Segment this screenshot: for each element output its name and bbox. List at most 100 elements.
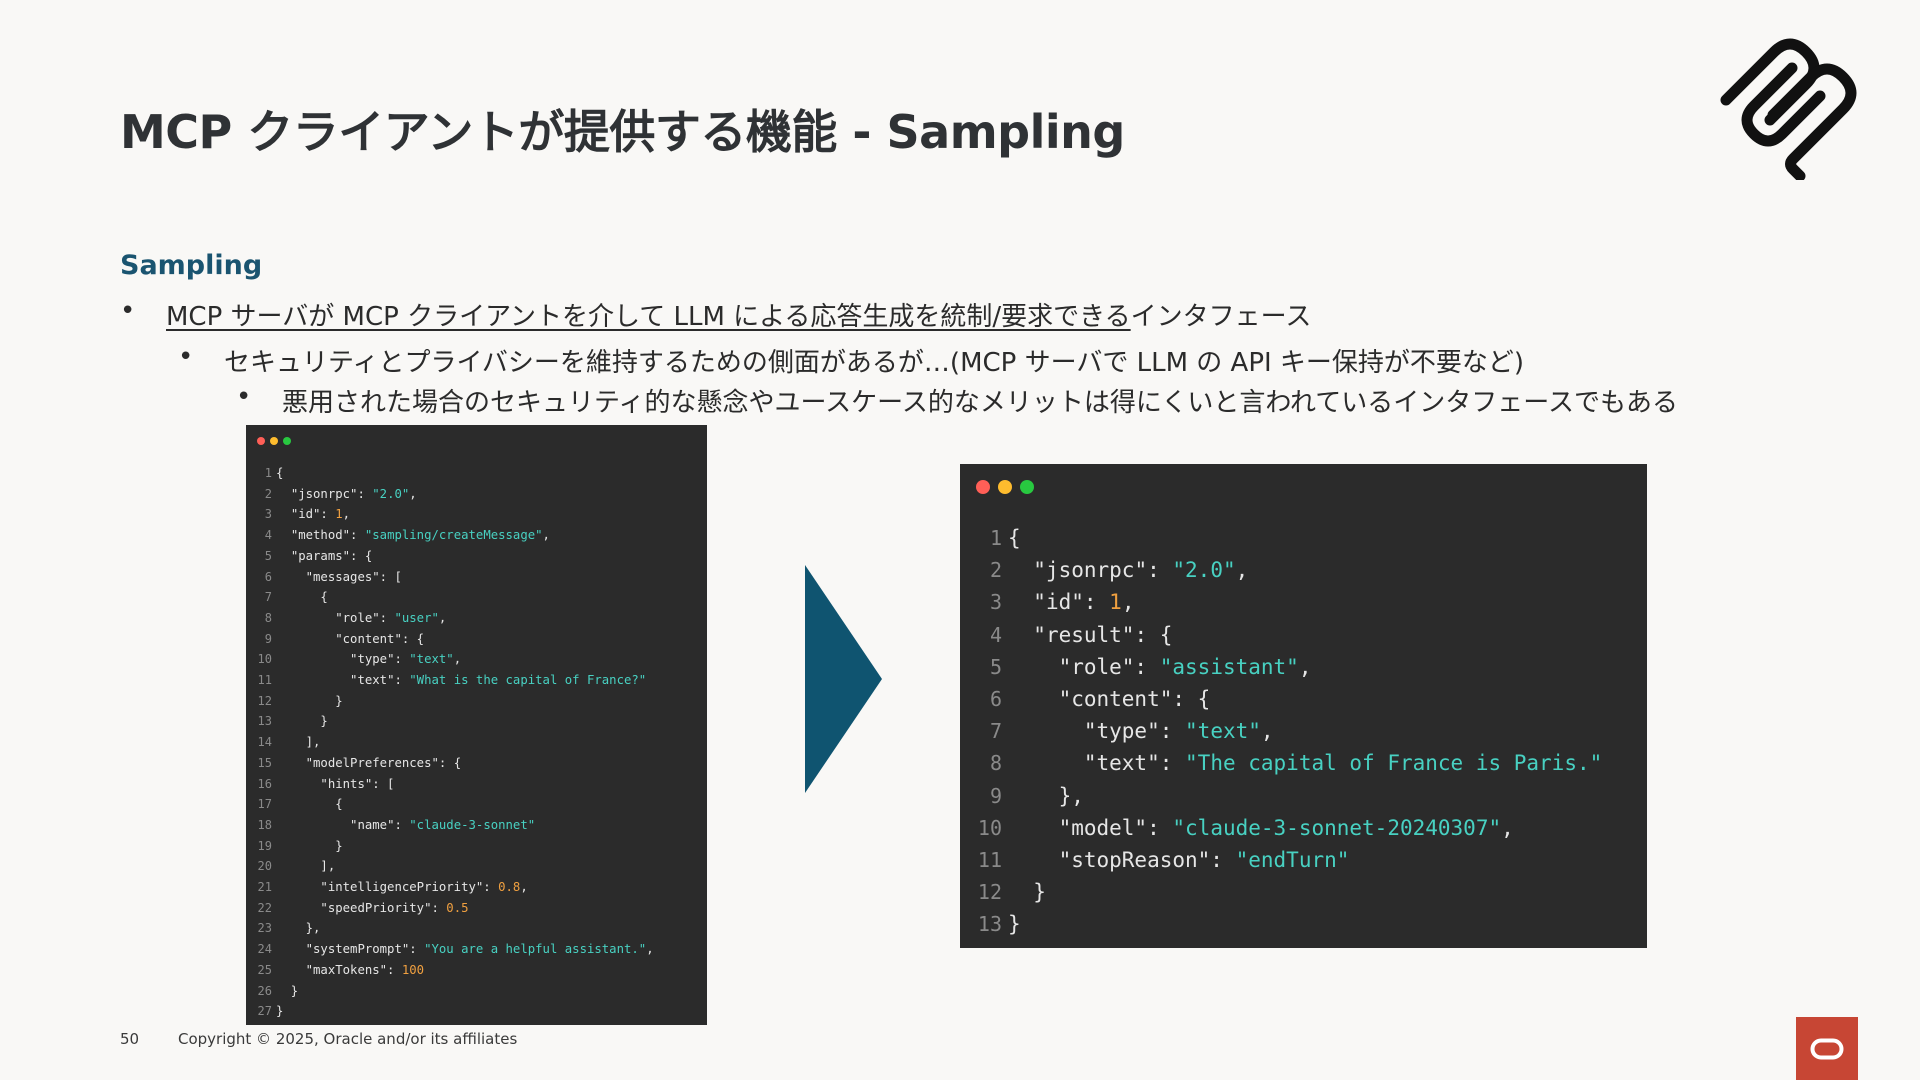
code-text: } <box>1008 880 1046 905</box>
code-lines: 1{2 "jsonrpc": "2.0",3 "id": 1,4 "result… <box>974 522 1602 941</box>
code-text: "result": { <box>1033 622 1173 647</box>
window-control-dots-icon <box>976 480 1034 494</box>
code-line: 20 ], <box>254 856 654 877</box>
code-text: "params": { <box>290 548 373 563</box>
line-number: 26 <box>257 983 272 998</box>
code-text: { <box>1008 526 1021 550</box>
code-text: "content": { <box>1058 687 1211 712</box>
bullet-dot: • <box>236 382 252 412</box>
code-line: 8 "role": "user", <box>254 608 654 629</box>
code-text: ], <box>276 859 336 874</box>
close-dot-icon <box>976 480 990 494</box>
line-number: 13 <box>977 912 1002 937</box>
oracle-o-icon <box>1810 1038 1844 1059</box>
oracle-logo-icon <box>1796 1017 1858 1080</box>
chevron-right-arrow-icon <box>805 565 882 793</box>
line-number: 7 <box>989 719 1002 744</box>
code-text: ], <box>276 735 321 750</box>
code-text: }, <box>276 921 321 936</box>
copyright-text: Copyright © 2025, Oracle and/or its affi… <box>178 1030 518 1048</box>
bullet-level-3: • 悪用された場合のセキュリティ的な懸念やユースケース的なメリットは得にくいと言… <box>236 382 1678 419</box>
code-text: "messages": [ <box>305 569 402 584</box>
code-text: "name": "claude-3-sonnet" <box>350 817 536 832</box>
line-number: 22 <box>257 900 272 915</box>
code-text: "intelligencePriority": 0.8, <box>320 880 528 895</box>
close-dot-icon <box>257 437 265 445</box>
line-number: 10 <box>257 652 272 667</box>
code-text: "stopReason": "endTurn" <box>1058 848 1350 873</box>
line-number: 2 <box>989 558 1002 583</box>
code-text: "modelPreferences": { <box>305 755 462 770</box>
slide-title: MCP クライアントが提供する機能 - Sampling <box>120 105 1125 159</box>
mcp-logo-icon <box>1720 38 1857 180</box>
code-line: 8 "text": "The capital of France is Pari… <box>974 747 1602 779</box>
code-line: 12 } <box>974 876 1602 908</box>
line-number: 25 <box>257 962 272 977</box>
response-code-block: 1{2 "jsonrpc": "2.0",3 "id": 1,4 "result… <box>960 464 1647 948</box>
line-number: 4 <box>989 622 1002 647</box>
code-text: "id": 1, <box>1033 590 1135 615</box>
line-number: 14 <box>257 735 272 750</box>
code-line: 3 "id": 1, <box>254 504 654 525</box>
code-line: 23 }, <box>254 918 654 939</box>
code-text: "systemPrompt": "You are a helpful assis… <box>305 942 654 957</box>
code-line: 14 ], <box>254 732 654 753</box>
code-text: "text": "The capital of France is Paris.… <box>1083 751 1603 776</box>
code-line: 9 }, <box>974 780 1602 812</box>
line-number: 3 <box>264 507 272 522</box>
section-heading: Sampling <box>120 250 263 281</box>
line-number: 20 <box>257 859 272 874</box>
code-line: 6 "messages": [ <box>254 567 654 588</box>
line-number: 23 <box>257 921 272 936</box>
line-number: 19 <box>257 838 272 853</box>
code-text: "model": "claude-3-sonnet-20240307", <box>1058 815 1514 840</box>
code-text: "role": "assistant", <box>1058 654 1312 679</box>
line-number: 16 <box>257 776 272 791</box>
code-line: 22 "speedPriority": 0.5 <box>254 898 654 919</box>
code-line: 5 "params": { <box>254 546 654 567</box>
code-line: 7 "type": "text", <box>974 715 1602 747</box>
code-line: 27} <box>254 1001 654 1022</box>
code-line: 2 "jsonrpc": "2.0", <box>254 484 654 505</box>
line-number: 5 <box>989 654 1002 679</box>
code-line: 2 "jsonrpc": "2.0", <box>974 554 1602 586</box>
code-text: } <box>276 838 343 853</box>
code-line: 1{ <box>254 463 654 484</box>
code-text: { <box>276 466 284 480</box>
line-number: 11 <box>977 848 1002 873</box>
code-line: 19 } <box>254 836 654 857</box>
code-text: } <box>276 1004 284 1019</box>
line-number: 5 <box>264 548 272 563</box>
code-line: 26 } <box>254 981 654 1002</box>
code-line: 13} <box>974 908 1602 940</box>
line-number: 1 <box>264 466 272 480</box>
window-control-dots-icon <box>257 437 291 445</box>
code-text: "method": "sampling/createMessage", <box>290 528 550 543</box>
line-number: 15 <box>257 755 272 770</box>
code-line: 17 { <box>254 794 654 815</box>
code-text: }, <box>1008 783 1084 808</box>
line-number: 24 <box>257 942 272 957</box>
code-line: 6 "content": { <box>974 683 1602 715</box>
code-line: 21 "intelligencePriority": 0.8, <box>254 877 654 898</box>
line-number: 6 <box>264 569 272 584</box>
code-line: 1{ <box>974 522 1602 554</box>
line-number: 27 <box>257 1004 272 1019</box>
bullet-dot: • <box>178 342 194 372</box>
code-line: 11 "text": "What is the capital of Franc… <box>254 670 654 691</box>
line-number: 11 <box>257 673 272 688</box>
code-text: "hints": [ <box>320 776 395 791</box>
line-number: 8 <box>989 751 1002 776</box>
code-lines: 1{2 "jsonrpc": "2.0",3 "id": 1,4 "method… <box>254 463 654 1022</box>
code-text: "content": { <box>335 631 425 646</box>
code-line: 10 "model": "claude-3-sonnet-20240307", <box>974 812 1602 844</box>
minimize-dot-icon <box>998 480 1012 494</box>
code-text: } <box>276 693 343 708</box>
code-line: 9 "content": { <box>254 629 654 650</box>
code-text: "speedPriority": 0.5 <box>320 900 469 915</box>
code-line: 10 "type": "text", <box>254 649 654 670</box>
maximize-dot-icon <box>1020 480 1034 494</box>
code-line: 16 "hints": [ <box>254 774 654 795</box>
maximize-dot-icon <box>283 437 291 445</box>
page-number: 50 <box>120 1030 140 1048</box>
